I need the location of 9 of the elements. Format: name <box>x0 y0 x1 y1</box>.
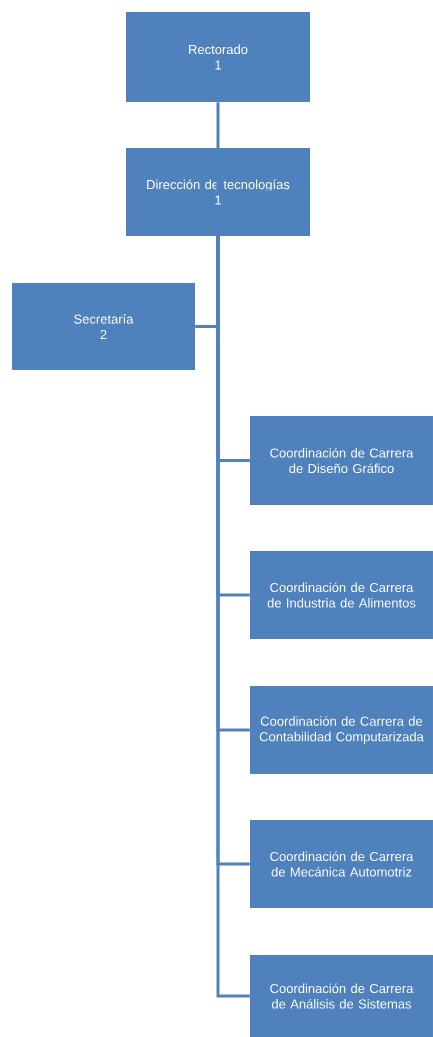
org-box: Secretaría 2 <box>12 283 195 370</box>
org-box: Rectorado 1 <box>126 12 310 102</box>
org-box: Coordinación de Carrera de Diseño Gráfico <box>250 416 433 505</box>
org-box: Coordinación de Carrera de Análisis de Sistemas <box>250 955 433 1037</box>
connector-line <box>216 236 250 998</box>
org-box: Coordinación de Carrera de Industria de Alimentos <box>250 551 433 639</box>
org-box: Coordinación de Carrera de Contabilidad Computarizada <box>250 686 433 774</box>
connector-line <box>216 102 311 194</box>
org-box: Coordinación de Carrera de Mecánica Automotriz <box>250 820 433 908</box>
